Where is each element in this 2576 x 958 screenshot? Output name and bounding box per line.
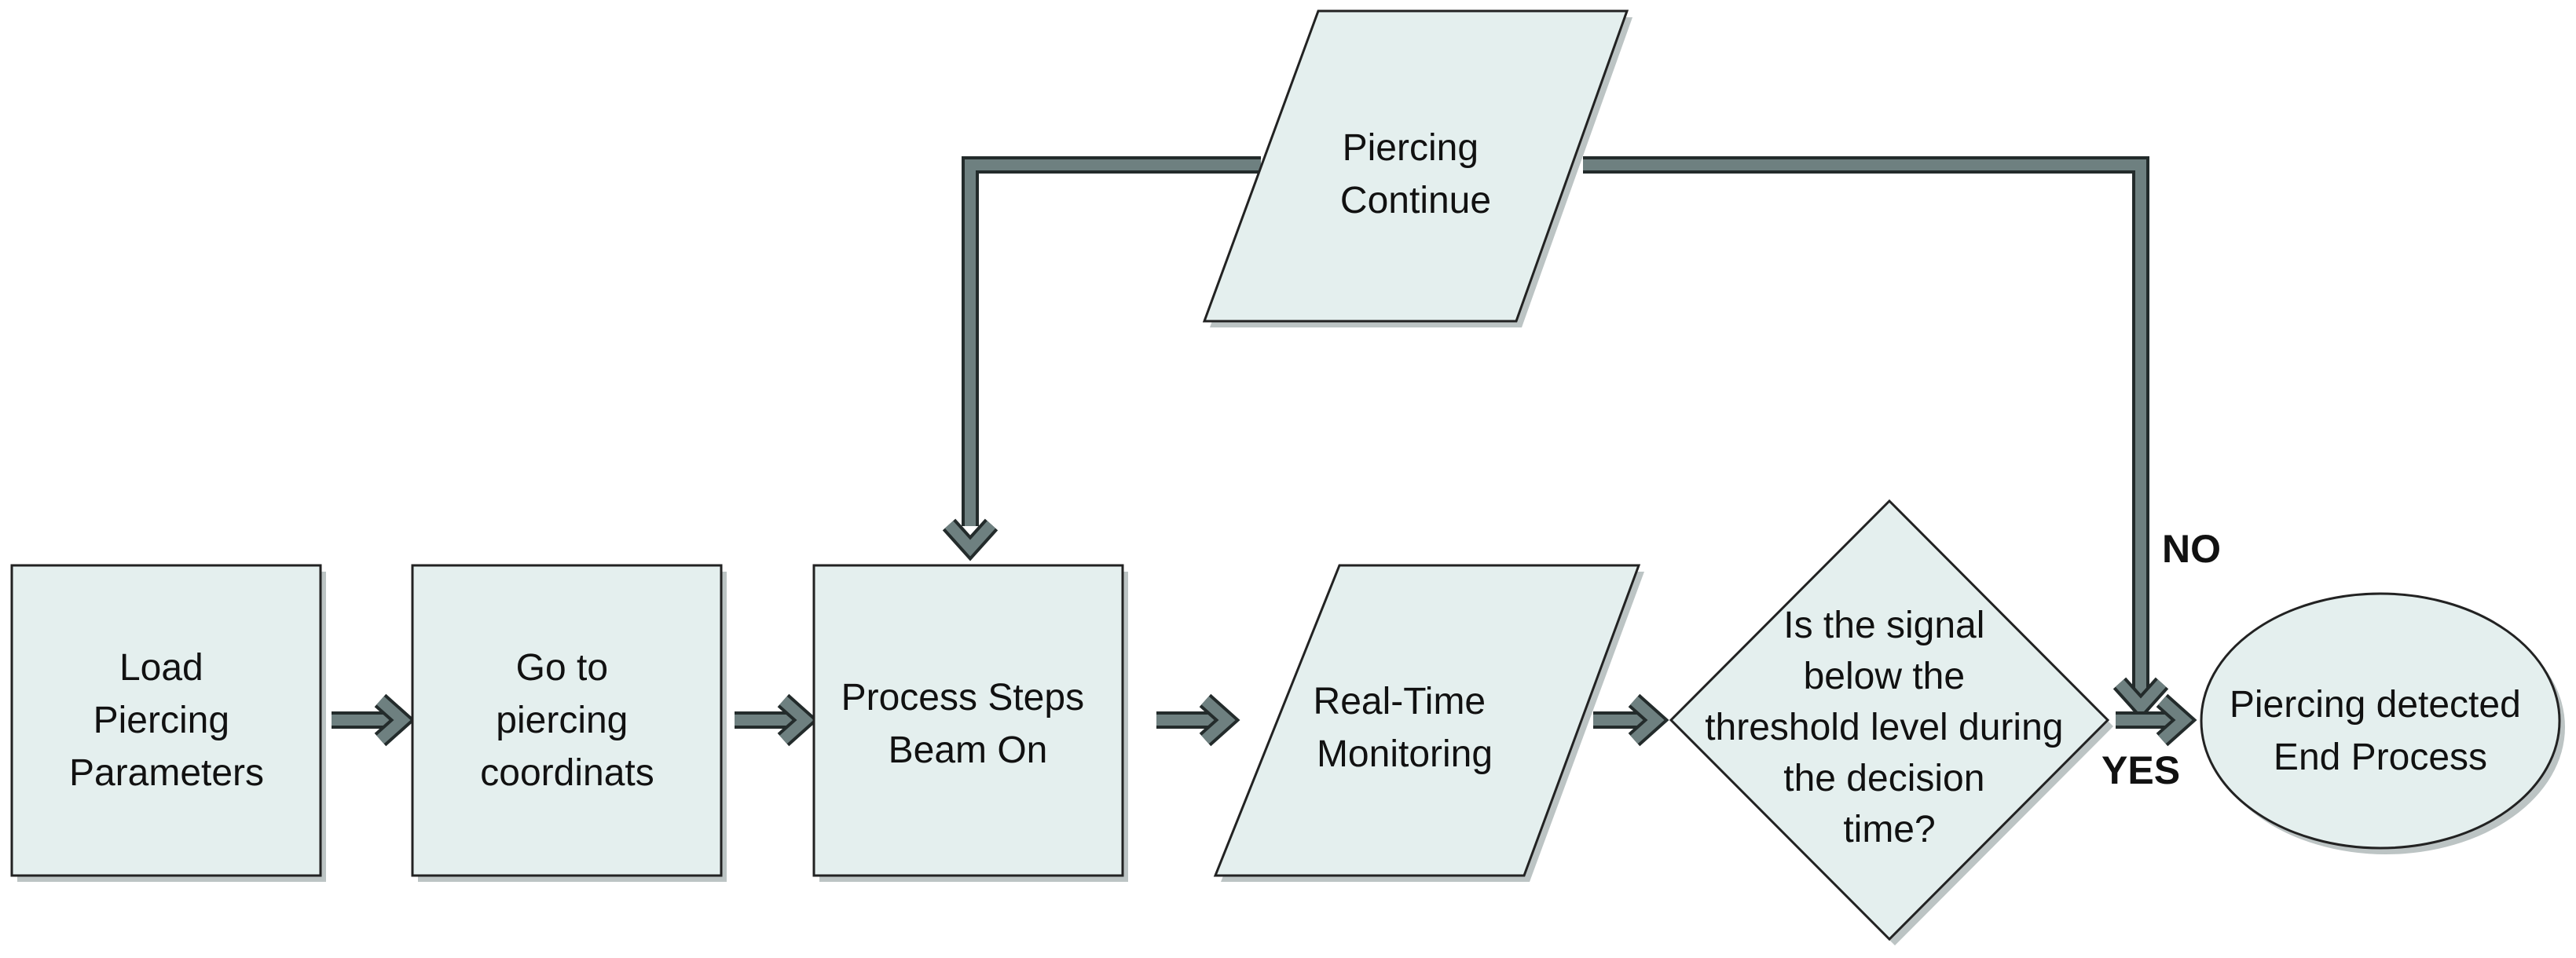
branch-label-yes: YES: [2101, 748, 2180, 792]
connector-continue-to-process: [942, 156, 1261, 561]
arrow-goto-to-process: [735, 693, 819, 747]
node-go-to-piercing-coordinats: Go to piercing coordinats: [411, 564, 727, 882]
node-load-piercing-parameters: Load Piercing Parameters: [10, 564, 326, 882]
node-end-label: Piercing detected End Process: [2230, 684, 2531, 778]
node-real-time-monitoring: Real-Time Monitoring: [1213, 564, 1644, 882]
branch-label-no: NO: [2162, 527, 2221, 571]
arrow-monitor-to-decision: [1593, 693, 1669, 747]
node-piercing-detected-end: Piercing detected End Process: [2200, 592, 2565, 854]
arrow-decision-to-end: [2116, 693, 2197, 747]
arrow-process-to-monitor: [1156, 693, 1240, 747]
node-decision-label: Is the signal below the threshold level …: [1705, 605, 2074, 850]
node-decision-threshold: Is the signal below the threshold level …: [1669, 499, 2113, 945]
arrow-load-to-goto: [332, 693, 416, 747]
node-process-label: Process Steps Beam On: [841, 677, 1095, 771]
connector-continue-to-end: [1583, 156, 2169, 720]
node-continue-label: Piercing Continue: [1340, 127, 1491, 221]
node-monitor-label: Real-Time Monitoring: [1314, 681, 1497, 775]
node-process-steps-beam-on: Process Steps Beam On: [812, 564, 1128, 882]
node-load-label: Load Piercing Parameters: [69, 647, 264, 794]
node-goto-label: Go to piercing coordinats: [480, 647, 654, 794]
node-piercing-continue: Piercing Continue: [1202, 9, 1632, 327]
